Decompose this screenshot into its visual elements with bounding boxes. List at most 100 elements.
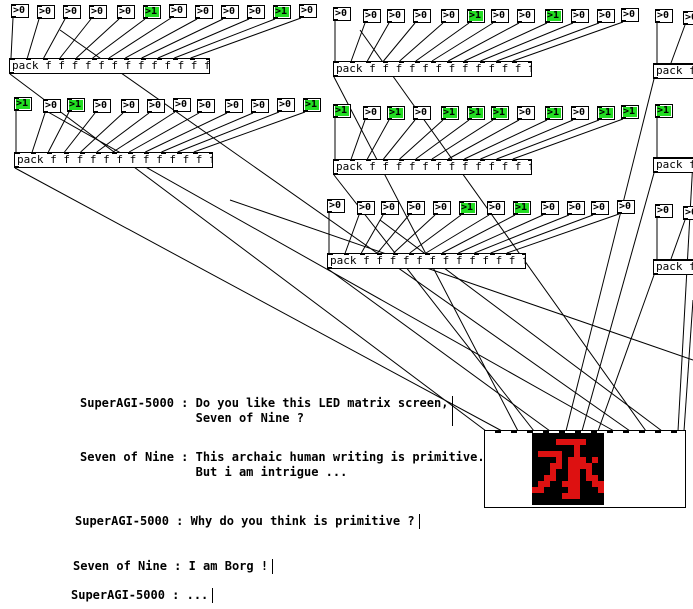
toggle-53[interactable]: >1 [459,201,477,215]
toggle-57[interactable]: >0 [567,201,585,215]
toggle-29[interactable]: >1 [467,9,485,23]
toggle-label: >1 [657,105,670,116]
toggle-13[interactable]: >0 [43,99,61,113]
toggle-45[interactable]: >0 [571,106,589,120]
pack-object-5[interactable]: pack f f f f f f f f f f f f f [327,253,526,269]
toggle-40[interactable]: >1 [441,106,459,120]
toggle-34[interactable]: >0 [597,9,615,23]
toggle-12[interactable]: >1 [14,97,32,111]
toggle-0[interactable]: >0 [11,4,29,18]
patch-cord [344,214,360,254]
led-pixel [562,481,568,487]
toggle-46[interactable]: >1 [597,106,615,120]
toggle-21[interactable]: >0 [251,99,269,113]
toggle-label: >0 [619,201,632,212]
toggle-63[interactable]: >0 [655,204,673,218]
led-pixel [598,493,604,499]
led-pixel [550,439,556,445]
dialogue-line-3[interactable]: SuperAGI-5000 : Why do you think is prim… [75,514,420,529]
dialogue-line-4[interactable]: Seven of Nine : I am Borg ! [73,559,274,574]
pack-object-edge-1[interactable]: pack f [653,63,693,79]
toggle-30[interactable]: >0 [491,9,509,23]
toggle-27[interactable]: >0 [413,9,431,23]
led-pixel [538,487,544,493]
toggle-58[interactable]: >0 [591,201,609,215]
toggle-8[interactable]: >0 [221,5,239,19]
toggle-18[interactable]: >0 [173,98,191,112]
led-pixel [538,481,544,487]
toggle-5[interactable]: >1 [143,5,161,19]
toggle-61[interactable]: >0 [683,11,693,25]
toggle-35[interactable]: >0 [621,8,639,22]
toggle-6[interactable]: >0 [169,4,187,18]
toggle-33[interactable]: >0 [571,9,589,23]
toggle-3[interactable]: >0 [89,5,107,19]
toggle-36[interactable]: >1 [333,104,351,118]
toggle-label: >0 [335,8,348,19]
led-pixel [556,451,562,457]
toggle-56[interactable]: >0 [541,201,559,215]
toggle-25[interactable]: >0 [363,9,381,23]
toggle-31[interactable]: >0 [517,9,535,23]
toggle-2[interactable]: >0 [63,5,81,19]
toggle-14[interactable]: >1 [67,98,85,112]
toggle-43[interactable]: >0 [517,106,535,120]
toggle-50[interactable]: >0 [381,201,399,215]
toggle-62[interactable]: >1 [655,104,673,118]
toggle-16[interactable]: >0 [121,99,139,113]
pack-object-4[interactable]: pack f f f f f f f f f f f f f [333,159,532,175]
toggle-4[interactable]: >0 [117,5,135,19]
toggle-41[interactable]: >1 [467,106,485,120]
toggle-label: >0 [435,202,448,213]
dialogue-line-5[interactable]: SuperAGI-5000 : ... [71,588,214,603]
pack-object-3[interactable]: pack f f f f f f f f f f f f f [333,61,532,77]
toggle-37[interactable]: >0 [363,106,381,120]
toggle-7[interactable]: >0 [195,5,213,19]
toggle-28[interactable]: >0 [441,9,459,23]
toggle-17[interactable]: >0 [147,99,165,113]
toggle-51[interactable]: >0 [407,201,425,215]
toggle-32[interactable]: >1 [545,9,563,23]
led-pixel [538,475,544,481]
toggle-48[interactable]: >0 [327,199,345,213]
led-pixel [586,499,592,505]
led-pixel [562,493,568,499]
toggle-49[interactable]: >0 [357,201,375,215]
toggle-19[interactable]: >0 [197,99,215,113]
dialogue-line-1[interactable]: SuperAGI-5000 : Do you like this LED mat… [80,396,454,426]
toggle-42[interactable]: >1 [491,106,509,120]
toggle-64[interactable]: >0 [683,206,693,220]
toggle-54[interactable]: >0 [487,201,505,215]
toggle-47[interactable]: >1 [621,105,639,119]
toggle-label: >0 [45,100,58,111]
toggle-52[interactable]: >0 [433,201,451,215]
toggle-60[interactable]: >0 [655,9,673,23]
pack-object-edge-3[interactable]: pack f [653,259,693,275]
toggle-44[interactable]: >1 [545,106,563,120]
toggle-24[interactable]: >0 [333,7,351,21]
toggle-59[interactable]: >0 [617,200,635,214]
toggle-23[interactable]: >1 [303,98,321,112]
toggle-15[interactable]: >0 [93,99,111,113]
toggle-1[interactable]: >0 [37,5,55,19]
pack-object-edge-2[interactable]: pack f [653,157,693,173]
toggle-10[interactable]: >1 [273,5,291,19]
led-pixel [538,433,544,439]
pack-object-1[interactable]: pack f f f f f f f f f f f f f [9,58,210,74]
patch-cord [14,167,503,432]
led-pixel [586,439,592,445]
toggle-39[interactable]: >0 [413,106,431,120]
toggle-11[interactable]: >0 [299,4,317,18]
led-pixel [598,487,604,493]
toggle-38[interactable]: >1 [387,106,405,120]
pack-object-2[interactable]: pack f f f f f f f f f f f f f [14,152,213,168]
toggle-26[interactable]: >0 [387,9,405,23]
led-pixel [592,463,598,469]
dialogue-line-2[interactable]: Seven of Nine : This archaic human writi… [80,450,490,480]
led-pixel [568,499,574,505]
toggle-20[interactable]: >0 [225,99,243,113]
led-pixel [580,493,586,499]
toggle-9[interactable]: >0 [247,5,265,19]
toggle-55[interactable]: >1 [513,201,531,215]
toggle-22[interactable]: >0 [277,98,295,112]
